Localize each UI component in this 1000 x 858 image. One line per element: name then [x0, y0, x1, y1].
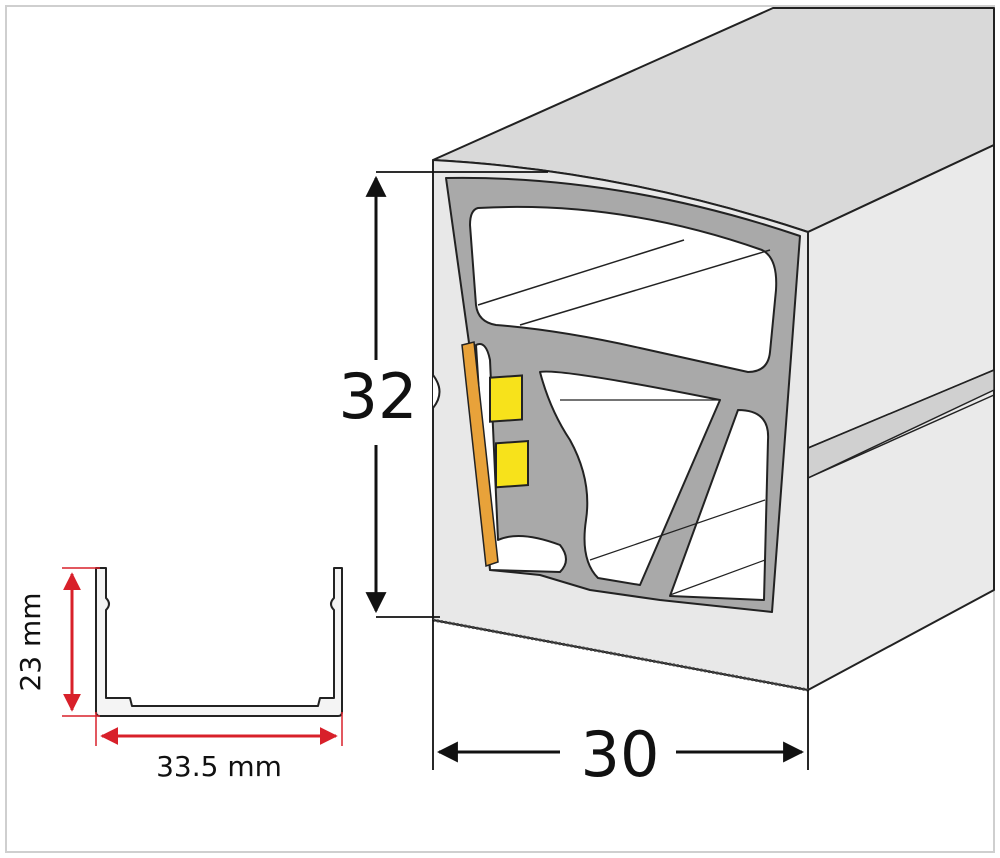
neon-profile: [432, 7, 995, 692]
led-pocket: [475, 343, 567, 573]
lower-right-cavity: [669, 409, 770, 601]
width-label: 30: [581, 718, 660, 791]
dimension-height: 32: [339, 171, 548, 618]
upper-cavity: [469, 205, 778, 373]
led-chip-1: [489, 374, 523, 423]
profile-notch: [432, 374, 441, 409]
led-strip: [461, 341, 529, 568]
led-chip-2: [495, 440, 529, 489]
channel-dimension-height: 23 mm: [14, 567, 100, 717]
dimension-width: 30: [432, 620, 809, 791]
channel-dimension-width: 33.5 mm: [95, 712, 343, 783]
lower-middle-cavity: [539, 370, 721, 586]
pcb-strip: [461, 341, 499, 568]
profile-bottom-edge: [432, 618, 809, 692]
height-label: 32: [339, 360, 418, 433]
channel-height-label: 23 mm: [14, 592, 47, 691]
channel-width-label: 33.5 mm: [156, 750, 282, 783]
